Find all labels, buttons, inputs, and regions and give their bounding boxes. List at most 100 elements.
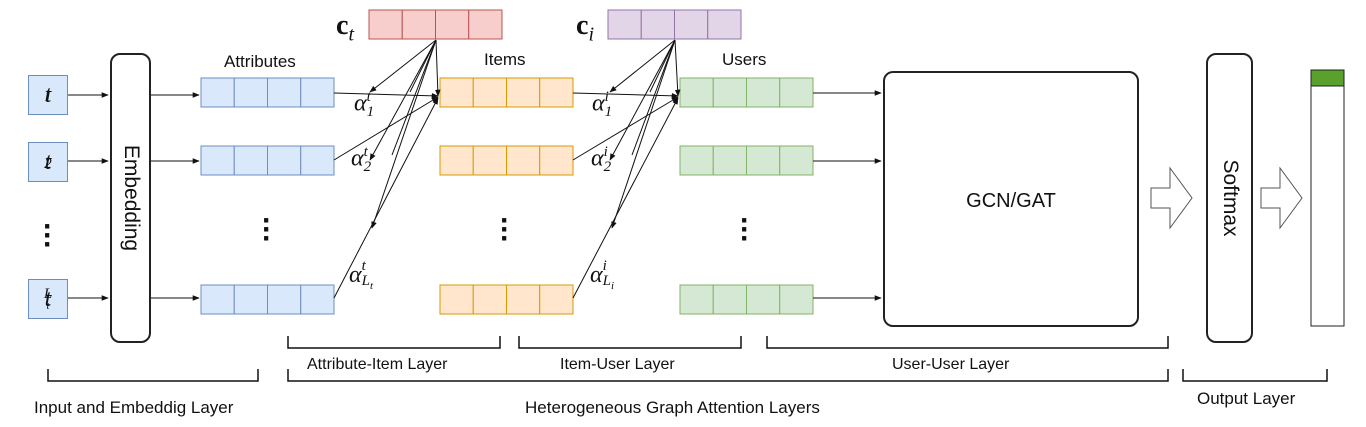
bracket-input-embedding xyxy=(47,369,259,382)
user-vector-3-cell xyxy=(746,284,781,315)
ct-line-a xyxy=(409,39,437,93)
user-vector-1-cell xyxy=(746,77,781,108)
attribute-vector-1-cell xyxy=(267,77,302,108)
user-vector-2-cell xyxy=(779,145,814,176)
context-vector-ci xyxy=(607,9,742,40)
user-vector-2-cell xyxy=(712,145,747,176)
item-vector-3-cell xyxy=(439,284,474,315)
attribute-vector-2-cell xyxy=(300,145,335,176)
ct-arrow-2 xyxy=(369,39,437,161)
bracket-attribute-item xyxy=(287,336,501,349)
context-vector-ct-cell xyxy=(468,9,503,40)
item-vector-1-cell xyxy=(539,77,574,108)
bracket-item-user xyxy=(518,336,742,349)
user-vector-3-cell xyxy=(679,284,714,315)
attr-item-arrow-1 xyxy=(333,92,439,99)
attribute-vector-3-cell xyxy=(233,284,268,315)
ct-arrow-4 xyxy=(434,39,441,97)
attribute-vector-2 xyxy=(200,145,335,176)
attribute-vector-3-cell xyxy=(267,284,302,315)
context-vector-ct-cell xyxy=(401,9,436,40)
user-vector-1-cell xyxy=(712,77,747,108)
attribute-vector-2-cell xyxy=(200,145,235,176)
attribute-vector-1-cell xyxy=(300,77,335,108)
bracket-output xyxy=(1182,369,1328,382)
connection-arrows xyxy=(68,39,882,301)
item-vector-2-cell xyxy=(506,145,541,176)
block-arrow-to-output xyxy=(1260,166,1303,230)
bracket-heterogeneous xyxy=(287,369,1169,382)
item-user-arrow-1 xyxy=(572,92,679,99)
attribute-vector-2-cell xyxy=(267,145,302,176)
user-vector-3-cell xyxy=(779,284,814,315)
layer-brackets xyxy=(47,336,1328,382)
item-vector-2-cell xyxy=(472,145,507,176)
ct-arrow-3 xyxy=(371,39,437,229)
embedding-label: Embedding xyxy=(119,144,143,252)
user-vector-3-cell xyxy=(712,284,747,315)
input-ellipsis: ··· xyxy=(43,210,53,261)
item-user-arrow-2 xyxy=(572,96,679,161)
context-vector-ct xyxy=(368,9,503,40)
item-user-layer-label: Item-User Layer xyxy=(560,356,675,373)
attributes-header: Attributes xyxy=(224,52,296,71)
item-vector-2-cell xyxy=(439,145,474,176)
context-ct-label: ct xyxy=(336,10,354,46)
item-vector-3-cell xyxy=(539,284,574,315)
gcn-gat-block: GCN/GAT xyxy=(883,71,1139,327)
item-user-arrow-3 xyxy=(572,97,679,299)
input-embedding-layer-label: Input and Embeddig Layer xyxy=(34,398,234,417)
item-vector-1-cell xyxy=(506,77,541,108)
item-vector-2 xyxy=(439,145,574,176)
gcn-gat-label: GCN/GAT xyxy=(966,190,1056,212)
ct-line-b xyxy=(391,39,437,156)
output-highlight-cell xyxy=(1310,69,1345,87)
user-vector-2 xyxy=(679,145,814,176)
user-user-layer-label: User-User Layer xyxy=(892,356,1010,373)
attribute-vector-2-cell xyxy=(233,145,268,176)
context-vector-ct-cell xyxy=(368,9,403,40)
item-vector-3-cell xyxy=(506,284,541,315)
context-vector-ci-cell xyxy=(607,9,642,40)
user-vector-3 xyxy=(679,284,814,315)
softmax-label: Softmax xyxy=(1218,159,1242,237)
user-vector-1 xyxy=(679,77,814,108)
item-vector-2-cell xyxy=(539,145,574,176)
user-vector-1-cell xyxy=(679,77,714,108)
users-header: Users xyxy=(722,50,767,69)
output-probability-bar xyxy=(1310,69,1345,327)
block-arrow-to-softmax xyxy=(1150,166,1193,230)
context-ci-label: ci xyxy=(576,10,594,46)
softmax-block: Softmax xyxy=(1206,53,1253,343)
attr-item-arrow-3 xyxy=(333,97,439,299)
ct-arrow-1 xyxy=(369,39,437,93)
output-layer-label: Output Layer xyxy=(1197,389,1296,408)
attribute-vector-3 xyxy=(200,284,335,315)
users-ellipsis: ··· xyxy=(740,204,750,255)
attribute-vector-1-cell xyxy=(200,77,235,108)
context-vector-ci-cell xyxy=(674,9,709,40)
item-vector-1-cell xyxy=(472,77,507,108)
ci-line-a xyxy=(649,39,676,93)
context-vector-ci-cell xyxy=(707,9,742,40)
attribute-vector-1 xyxy=(200,77,335,108)
item-vector-3 xyxy=(439,284,574,315)
embedding-vectors xyxy=(200,9,814,315)
heterogeneous-layers-label: Heterogeneous Graph Attention Layers xyxy=(525,398,820,417)
attribute-vector-1-cell xyxy=(233,77,268,108)
attribute-vector-3-cell xyxy=(300,284,335,315)
attribute-item-layer-label: Attribute-Item Layer xyxy=(307,356,448,373)
items-header: Items xyxy=(484,50,526,69)
attr-item-arrow-2 xyxy=(333,96,439,161)
ci-line-b xyxy=(631,39,676,156)
